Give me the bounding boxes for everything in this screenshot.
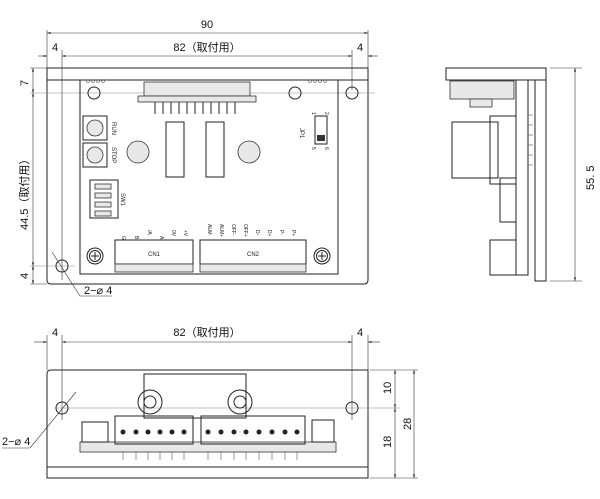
cn1-pin: A: [158, 236, 164, 240]
plate-flange: [445, 67, 547, 81]
dim-top-offset: 7: [19, 80, 31, 86]
cn2-pin: OFF-: [230, 224, 236, 236]
screw-icon: [227, 389, 253, 415]
cn2-pin: D+: [266, 230, 272, 237]
cn1-pin: B: [133, 236, 139, 240]
jp-pin-2: 2: [323, 112, 329, 115]
cn1-pin: G: [120, 236, 126, 240]
side-view: 55. 5: [445, 67, 597, 282]
front-dim-right-margin: 4: [357, 327, 363, 339]
ic-chip: [165, 121, 185, 178]
cn1-label: CN1: [148, 252, 161, 258]
dip-switch: [89, 179, 119, 219]
front-hole-spec: 2−⌀ 4: [2, 436, 30, 448]
mount-hole: [55, 401, 69, 415]
jp-pin-1: 1: [310, 112, 316, 115]
dip-label: SW1: [119, 193, 125, 207]
cn2-pin-labels: ALM- ALM+ OFF- OFF+ D- D+ P- P+: [206, 224, 296, 237]
cn1-pin: /A: [146, 230, 152, 235]
stop-rotary-switch: [82, 142, 108, 168]
run-label: RUN: [110, 122, 116, 135]
pcb: [79, 79, 339, 275]
pcb-edge: [515, 79, 529, 276]
front-plate: [46, 369, 369, 479]
heatsink-front: [143, 373, 247, 419]
cn2-label: CN2: [247, 252, 260, 258]
screw-icon: [313, 247, 331, 265]
connector-side: [451, 121, 499, 179]
mount-hole: [345, 86, 359, 100]
top-view: 90 82（取付用） 4 4: [18, 19, 378, 297]
jumper-jp1: [314, 115, 328, 145]
mounting-plate: [46, 67, 369, 285]
capacitor: [126, 140, 150, 164]
heatsink-side: [449, 80, 515, 100]
jumper-label: JP1: [298, 128, 304, 139]
dim-mount-pitch: 82（取付用）: [173, 41, 240, 54]
front-dim-total: 28: [402, 418, 414, 430]
cn2-terminal-block: [200, 415, 306, 445]
heatsink: [143, 81, 251, 97]
cn2-pin: P+: [290, 230, 296, 236]
cn1-pin-labels: G B /A A 0V +V: [120, 230, 188, 240]
screw-icon: [86, 247, 104, 265]
front-dim-mount-pitch: 82（取付用）: [173, 326, 240, 339]
hole-spec-top: 2−⌀ 4: [84, 285, 112, 297]
dim-overall-height: 55. 5: [585, 166, 597, 190]
front-dim-lower: 18: [382, 436, 394, 448]
mount-hole: [345, 401, 359, 415]
dim-overall-width: 90: [201, 19, 213, 31]
jp-pin-5: 5: [310, 147, 316, 150]
dim-bottom-offset: 4: [19, 273, 31, 279]
run-rotary-switch: [82, 115, 108, 141]
cn1-pin: +V: [182, 230, 188, 237]
front-dim-left-margin: 4: [52, 327, 58, 339]
stop-label: STOP: [110, 147, 116, 163]
screw-icon: [137, 389, 163, 415]
jp-pin-6: 6: [323, 147, 329, 150]
cn2-pin: D-: [254, 230, 260, 236]
cn1-terminal-block: [114, 415, 194, 445]
cn2-pin: ALM-: [206, 224, 212, 236]
cn2-pin: P-: [278, 230, 284, 235]
ic-chip: [205, 121, 225, 178]
dim-left-margin: 4: [52, 42, 58, 54]
dim-mount-height: 44.5（取付用）: [18, 154, 31, 230]
cn2-pin: ALM+: [218, 224, 224, 237]
front-dim-upper: 10: [382, 382, 394, 394]
front-view: 4 82（取付用） 4: [2, 326, 418, 479]
dim-right-margin: 4: [357, 42, 363, 54]
cn2-pin: OFF+: [242, 224, 248, 237]
mount-hole: [55, 259, 69, 273]
capacitor: [237, 140, 261, 164]
cn1-pin: 0V: [170, 230, 176, 237]
